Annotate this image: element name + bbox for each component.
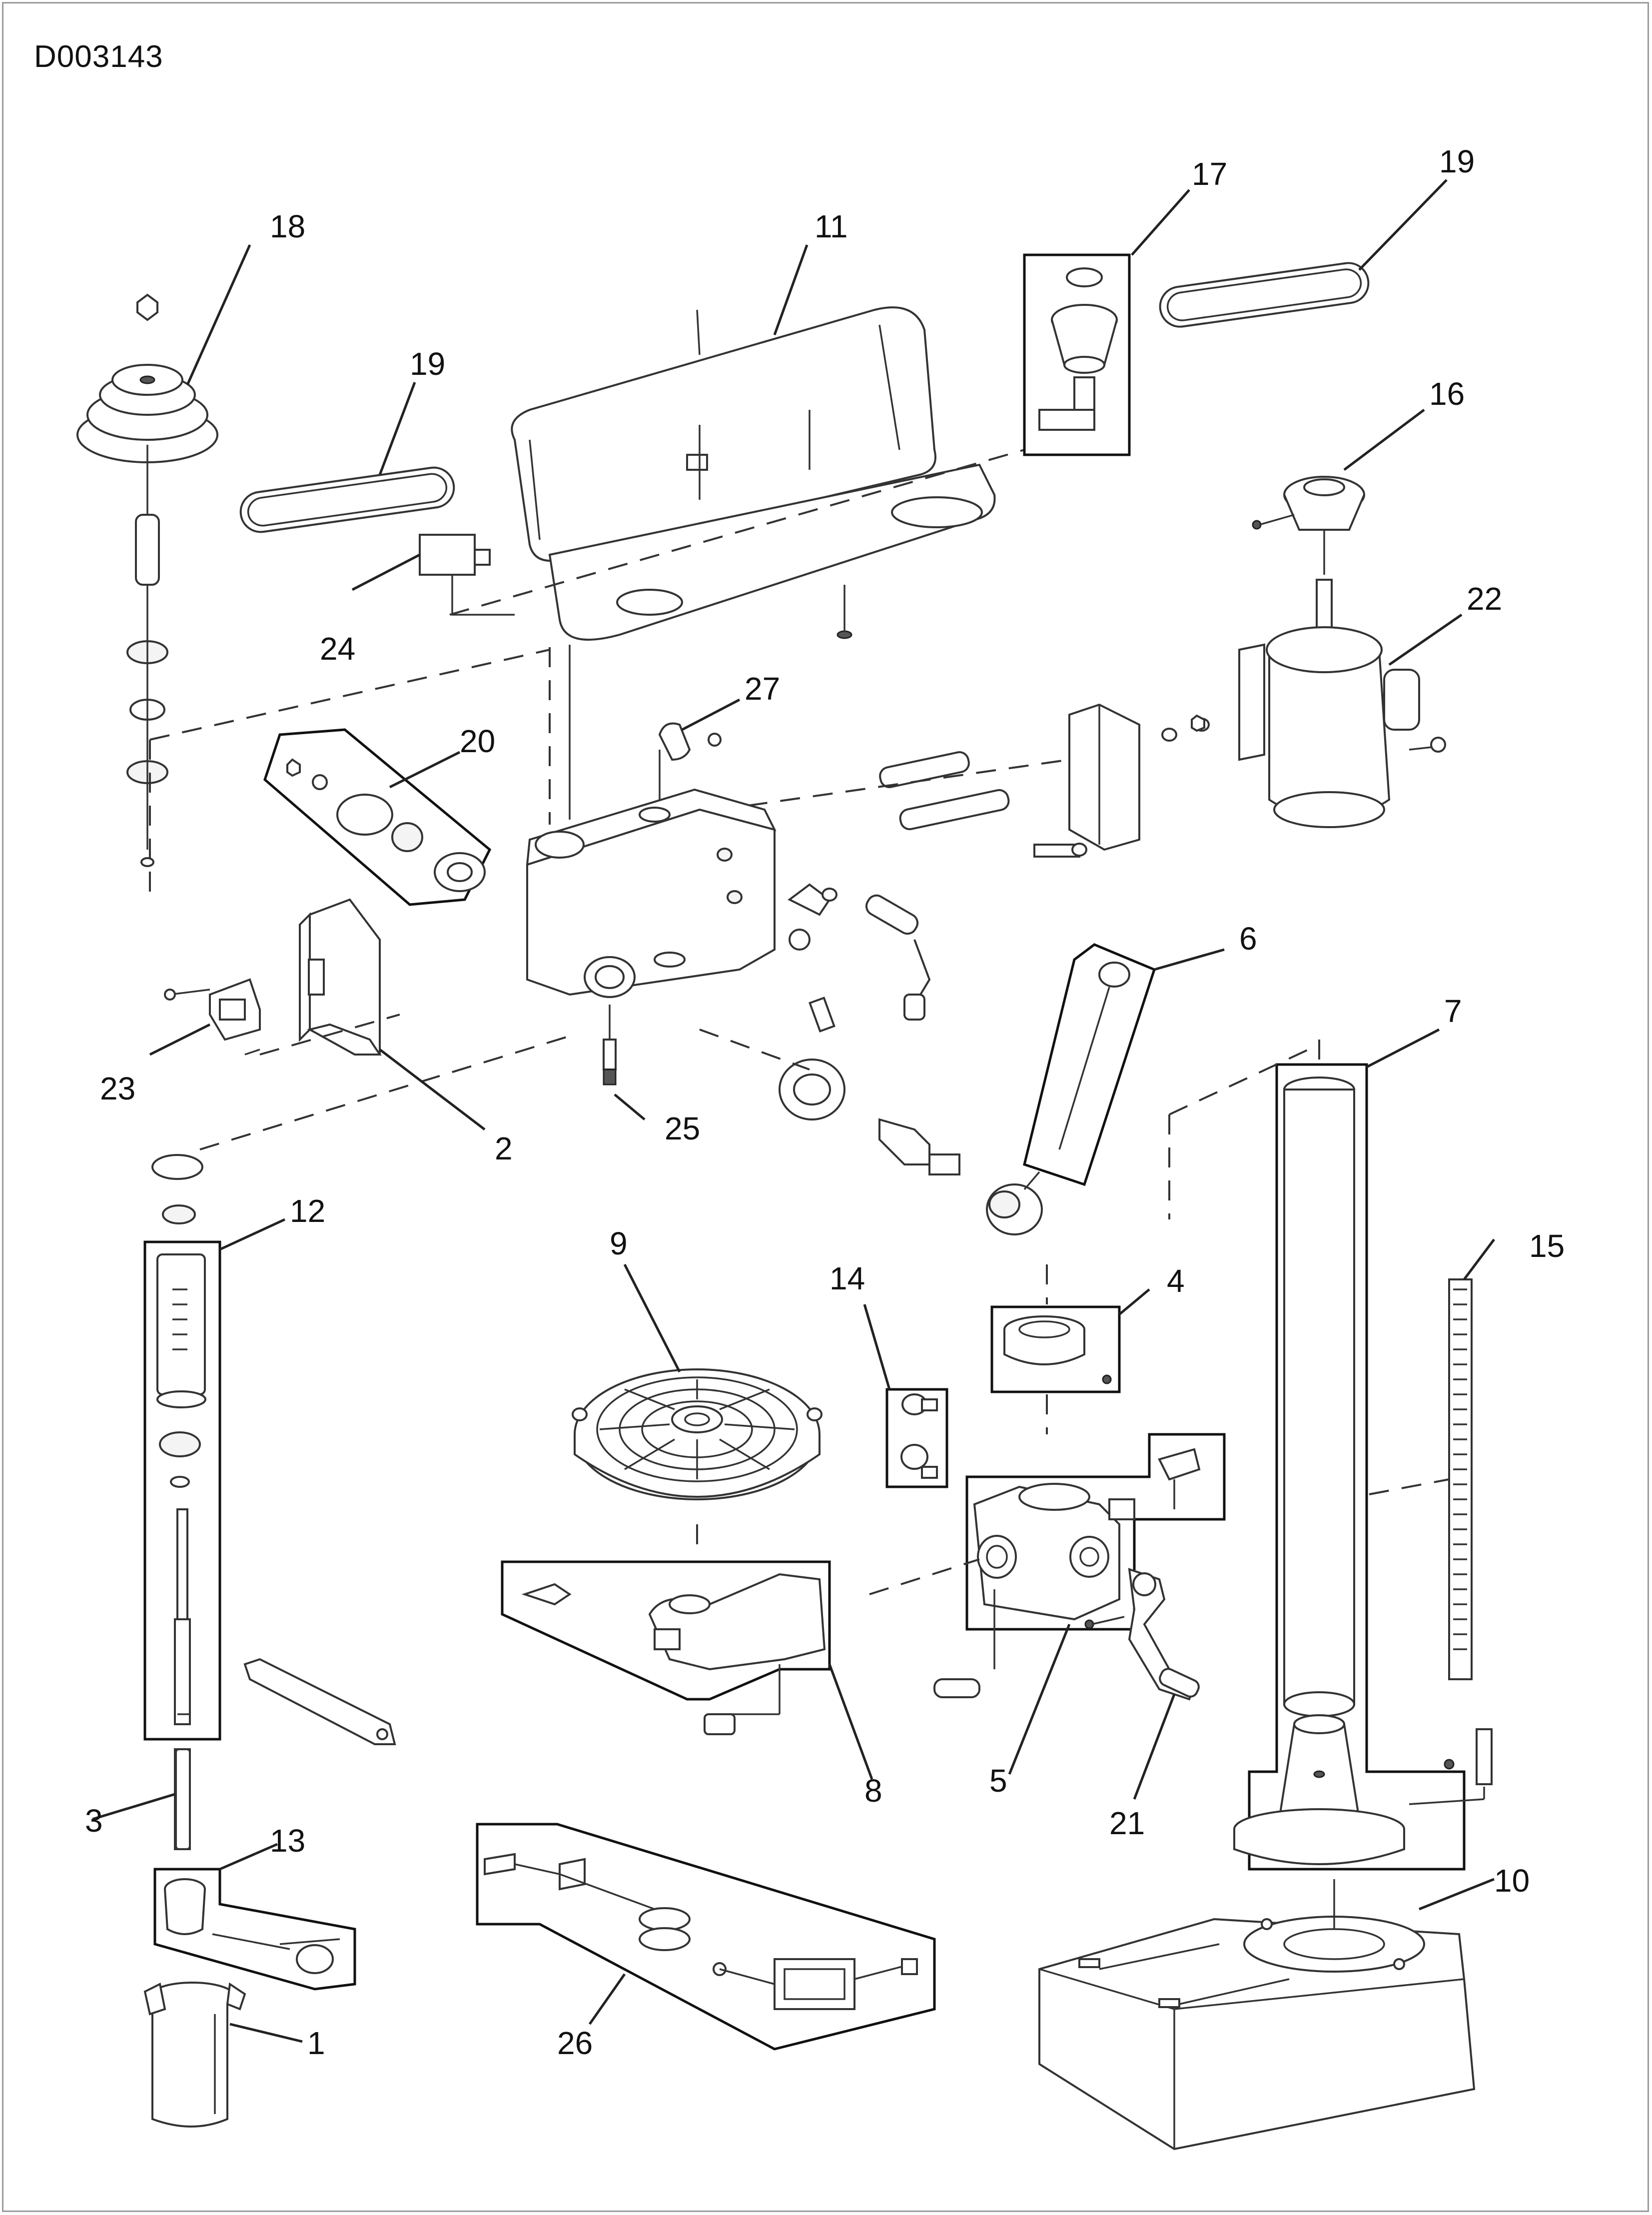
label-part-10: 10 (1494, 1863, 1530, 1899)
label-part-9: 9 (610, 1225, 628, 1261)
part-12-quill-spindle (143, 1034, 575, 1850)
label-part-24: 24 (320, 631, 355, 667)
label-part-26: 26 (557, 2025, 593, 2061)
label-part-13: 13 (270, 1823, 305, 1859)
label-part-20: 20 (460, 723, 495, 759)
label-part-27: 27 (745, 671, 780, 707)
part-9-work-table (572, 1368, 823, 1554)
part-19-belt-right (1159, 262, 1370, 328)
label-part-25: 25 (665, 1110, 700, 1146)
head-casting (149, 645, 777, 998)
part-14-gear-set (885, 1388, 948, 1488)
part-2-front-guard (244, 898, 400, 1056)
label-part-21: 21 (1109, 1805, 1145, 1841)
part-25-pin (603, 1005, 617, 1086)
label-part-1: 1 (307, 2025, 325, 2061)
part-1-chuck-guard (143, 1982, 246, 2128)
part-4-column-collar (990, 1264, 1121, 1434)
drift-key (243, 1658, 396, 1745)
part-19-belt-left (239, 466, 455, 533)
label-part-12: 12 (290, 1193, 325, 1229)
part-18-motor-pulley (76, 293, 218, 867)
part-23-switch (164, 978, 261, 1041)
label-part-8: 8 (864, 1773, 882, 1809)
part-10-base (1038, 1879, 1476, 2151)
part-6-handle-bar (986, 943, 1156, 1235)
label-part-19-left: 19 (410, 346, 445, 382)
label-part-16: 16 (1429, 376, 1465, 412)
part-27-bracket (658, 722, 722, 820)
part-5-table-bracket (869, 1433, 1226, 1698)
part-number-labels: 18 19 11 17 19 16 22 24 27 20 6 7 23 25 … (85, 143, 1565, 2061)
label-part-7: 7 (1444, 993, 1462, 1029)
label-part-18: 18 (270, 208, 305, 244)
label-part-23: 23 (100, 1071, 135, 1107)
label-part-14: 14 (829, 1260, 865, 1296)
part-8-table-arm (501, 1560, 831, 1735)
label-part-15: 15 (1529, 1228, 1565, 1264)
label-part-6: 6 (1239, 921, 1257, 957)
feed-handle (788, 883, 931, 1021)
label-part-5: 5 (989, 1763, 1007, 1799)
part-26-wiring (476, 1823, 936, 2051)
part-3-arbor (175, 1748, 191, 1850)
label-part-19-right: 19 (1439, 143, 1475, 179)
document-id: D003143 (34, 39, 163, 74)
label-part-4: 4 (1167, 1263, 1185, 1299)
part-20-spindle-return (263, 728, 492, 906)
part-15-rack (1369, 1278, 1493, 1805)
part-11-pulley-cover (449, 306, 1025, 641)
label-part-2: 2 (495, 1130, 513, 1166)
part-7-column (1168, 1040, 1466, 1871)
label-part-22: 22 (1467, 581, 1502, 617)
part-24-switch-block (419, 534, 515, 616)
part-21-crank (1084, 1568, 1200, 1701)
part-13-chuck (153, 1868, 356, 1991)
part-22-motor (1238, 579, 1446, 828)
motor-mount-assembly (649, 703, 1210, 858)
part-17-spindle-pulley (1023, 253, 1131, 456)
label-part-17: 17 (1192, 156, 1227, 192)
part-16-motor-pulley (1252, 476, 1365, 575)
depth-stop-collar (699, 997, 960, 1175)
label-part-3: 3 (85, 1803, 103, 1839)
leader-lines (92, 179, 1495, 2043)
label-part-11: 11 (815, 208, 847, 244)
